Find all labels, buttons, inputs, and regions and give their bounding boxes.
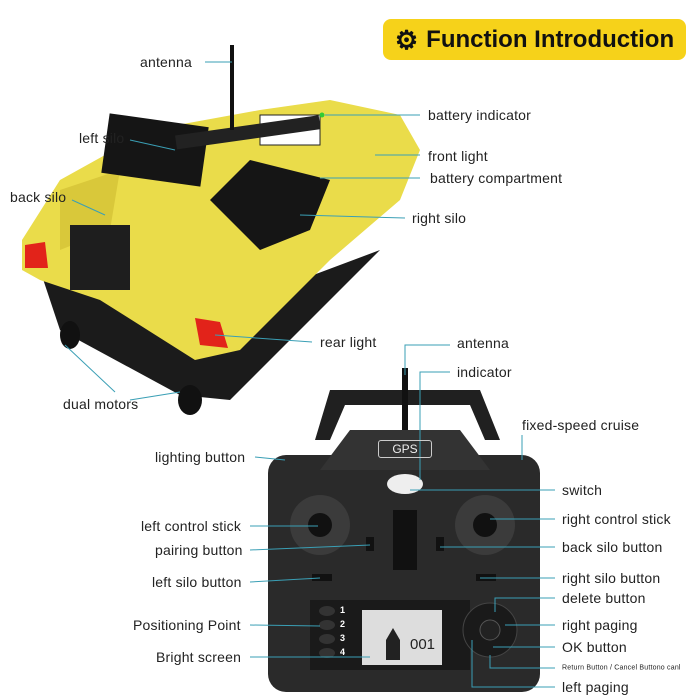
label-fixed-speed-cruise: fixed-speed cruise: [522, 417, 640, 433]
label-left-control-stick: left control stick: [141, 518, 242, 534]
point-number-4: 4: [340, 647, 346, 657]
right-silo: [210, 160, 330, 250]
indicator-light: [387, 474, 423, 494]
pairing-button[interactable]: [366, 537, 374, 551]
label-left-paging: left paging: [562, 679, 629, 695]
label-right-silo: right silo: [412, 210, 467, 226]
screen-boat-icon: [386, 628, 400, 660]
label-pairing-button: pairing button: [155, 542, 243, 558]
rear-light-left: [25, 242, 48, 268]
label-left-silo: left silo: [79, 130, 125, 146]
label-right-control-stick: right control stick: [562, 511, 671, 527]
label-lighting-button: lighting button: [155, 449, 246, 465]
label-bright-screen: Bright screen: [156, 649, 242, 665]
left-control-stick[interactable]: [308, 513, 332, 537]
point-button-2[interactable]: [319, 620, 335, 630]
motor-right: [178, 385, 202, 415]
left-silo-button[interactable]: [312, 574, 332, 581]
back-silo-button[interactable]: [436, 537, 444, 551]
label-ok-button: OK button: [562, 639, 627, 655]
label-back-silo: back silo: [10, 189, 67, 205]
label-delete-button: delete button: [562, 590, 646, 606]
function-introduction-badge: ⚙ Function Introduction: [383, 19, 686, 60]
label-return-button: Return Button / Cancel Buttono canl: [562, 664, 681, 672]
gear-icon: ⚙: [394, 24, 419, 55]
label-right-silo-button: right silo button: [562, 570, 661, 586]
right-control-stick[interactable]: [473, 513, 497, 537]
label-back-silo-button: back silo button: [562, 539, 663, 555]
rear-light-right: [195, 318, 228, 348]
label-front-light: front light: [428, 148, 488, 164]
label-indicator: indicator: [457, 364, 512, 380]
label-right-paging: right paging: [562, 617, 638, 633]
bright-screen: [362, 610, 442, 665]
point-number-3: 3: [340, 633, 346, 643]
ok-button[interactable]: [479, 619, 501, 641]
gps-badge: GPS: [378, 440, 432, 458]
label-switch: switch: [562, 482, 603, 498]
screen-value: 001: [410, 636, 436, 653]
point-button-4[interactable]: [319, 648, 335, 658]
leader-lines: [64, 61, 555, 688]
motor-left: [60, 321, 80, 349]
back-silo: [70, 225, 130, 290]
silo-bridge: [175, 115, 321, 150]
label-positioning-point: Positioning Point: [133, 617, 241, 633]
label-battery-compartment: battery compartment: [430, 170, 563, 186]
remote-controller: [268, 368, 540, 692]
label-antenna: antenna: [140, 54, 193, 70]
label-controller-antenna: antenna: [457, 335, 510, 351]
title-text: Function Introduction: [426, 25, 675, 53]
label-rear-light: rear light: [320, 334, 377, 350]
label-dual-motors: dual motors: [63, 396, 139, 412]
point-button-1[interactable]: [319, 606, 335, 616]
controller-handle: [315, 390, 500, 440]
controller-top: [320, 430, 490, 470]
point-button-3[interactable]: [319, 634, 335, 644]
left-silo: [101, 113, 209, 187]
label-left-silo-button: left silo button: [152, 574, 242, 590]
bait-boat: [22, 45, 420, 415]
point-number-2: 2: [340, 619, 346, 629]
switch[interactable]: [393, 510, 417, 570]
battery-indicator-led: [319, 112, 325, 118]
label-battery-indicator: battery indicator: [428, 107, 532, 123]
point-number-1: 1: [340, 605, 346, 615]
